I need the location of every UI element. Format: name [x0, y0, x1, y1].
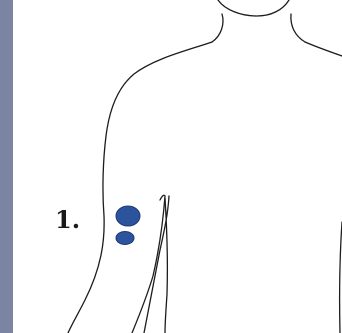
right-shoulder-outline [305, 42, 342, 56]
left-shoulder-outline [68, 42, 212, 333]
neck-right-outline [291, 14, 305, 42]
injection-site-marker [116, 206, 140, 245]
neck-left-outline [212, 14, 223, 42]
torso-side-outline [165, 198, 167, 333]
marker-dot-small [116, 232, 134, 245]
body-outline-figure [13, 0, 342, 333]
marker-dot-large [116, 206, 140, 226]
chin-outline [218, 0, 289, 16]
marker-label: 1. [55, 208, 80, 232]
diagram-canvas: 1. [13, 0, 342, 333]
